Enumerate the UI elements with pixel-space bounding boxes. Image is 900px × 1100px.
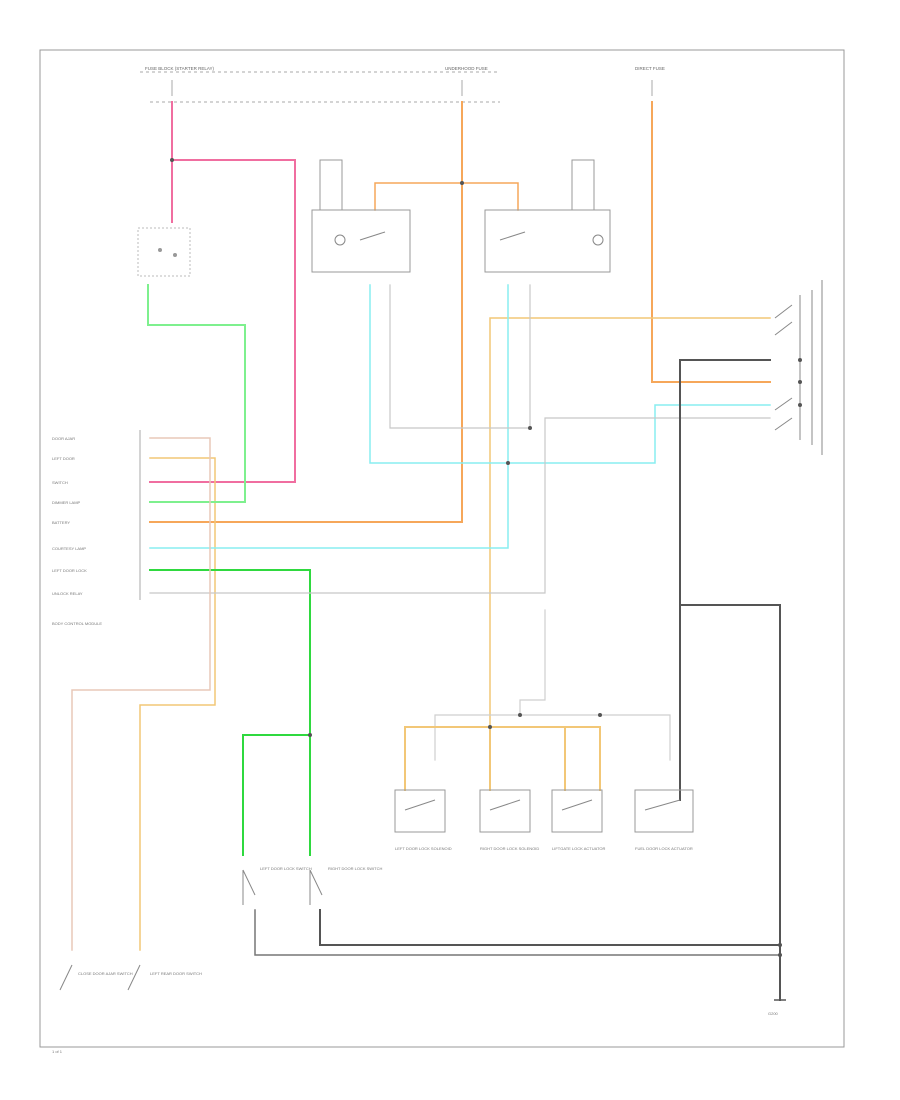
door-switch-right: RIGHT DOOR LOCK SWITCH [309, 866, 382, 905]
bcm-connector: DOOR AJAR LEFT DOOR SWITCH DIMMER LAMP B… [52, 430, 141, 626]
gray-wire-1 [149, 417, 771, 594]
lamp-label-1: LEFT DOOR LOCK SOLENOID [395, 846, 452, 851]
orange-wire-relays [374, 182, 519, 211]
actuator-2: RIGHT DOOR LOCK SOLENOID [479, 789, 539, 851]
module-label: BODY CONTROL MODULE [52, 621, 102, 626]
connector-label-3: SWITCH [52, 480, 68, 485]
lock-relay-right [484, 159, 611, 273]
door-switch-left: LEFT DOOR LOCK SWITCH [242, 866, 312, 905]
actuator-1: LEFT DOOR LOCK SOLENOID [394, 789, 452, 851]
switch-label-2: RIGHT DOOR LOCK SWITCH [328, 866, 382, 871]
gray-wire-lamps [434, 714, 671, 761]
connector-label-5: BATTERY [52, 520, 70, 525]
tan-wire-lamps [404, 726, 601, 791]
orange-wire-direct [651, 101, 771, 383]
pink-wire [149, 101, 296, 483]
connector-label-7: LEFT DOOR LOCK [52, 568, 87, 573]
connector-label-6: COURTESY LAMP [52, 546, 86, 551]
tan-wire-2 [139, 457, 216, 951]
page-border [39, 49, 845, 1048]
connector-label-8: UNLOCK RELAY [52, 591, 83, 596]
cyan-wire-2 [369, 284, 509, 464]
green-wire-1 [149, 569, 311, 856]
cyan-wire-1 [149, 404, 771, 549]
peach-wire [71, 437, 211, 951]
lock-relay-left [311, 159, 411, 273]
connector-label-4: DIMMER LAMP [52, 500, 81, 505]
connector-label-2: LEFT DOOR [52, 456, 75, 461]
fuse-label-3: DIRECT FUSE [635, 66, 665, 71]
ground-symbol: G200 [768, 999, 786, 1016]
fuse-label-1: FUSE BLOCK (STARTER RELAY) [145, 66, 215, 71]
page-number: 1 of 1 [52, 1049, 63, 1054]
lamp-label-3: LIFTGATE LOCK ACTUATOR [552, 846, 605, 851]
tan-wire-1 [489, 317, 771, 761]
gray-wire-3 [519, 609, 546, 716]
actuator-4: FUEL DOOR LOCK ACTUATOR [634, 789, 694, 851]
switch-label-4: LEFT REAR DOOR SWITCH [150, 971, 202, 976]
lamp-label-2: RIGHT DOOR LOCK SOLENOID [480, 846, 539, 851]
lock-switch-assembly [774, 280, 823, 455]
connector-label-1: DOOR AJAR [52, 436, 75, 441]
fuse-label-2: UNDERHOOD FUSE [445, 66, 488, 71]
door-switch-bottom-left: CLOSE DOOR AJAR SWITCH LEFT REAR DOOR SW… [59, 964, 202, 991]
green-wire-2 [242, 734, 311, 856]
black-wire-ground-1 [254, 909, 781, 956]
actuator-3: LIFTGATE LOCK ACTUATOR [551, 789, 605, 851]
starter-relay [137, 227, 191, 277]
black-wire-switch [679, 359, 771, 801]
black-wire-ground-main [679, 604, 781, 1001]
junction-dots [170, 158, 782, 957]
fuse-symbols [171, 80, 653, 96]
orange-wire-main [149, 101, 463, 523]
light-green-wire [147, 284, 246, 503]
switch-label-1: LEFT DOOR LOCK SWITCH [260, 866, 312, 871]
lamp-label-4: FUEL DOOR LOCK ACTUATOR [635, 846, 693, 851]
switch-label-3: CLOSE DOOR AJAR SWITCH [78, 971, 133, 976]
ground-label: G200 [768, 1011, 779, 1016]
gray-wire-2 [389, 284, 531, 429]
black-wire-ground-2 [319, 909, 781, 946]
